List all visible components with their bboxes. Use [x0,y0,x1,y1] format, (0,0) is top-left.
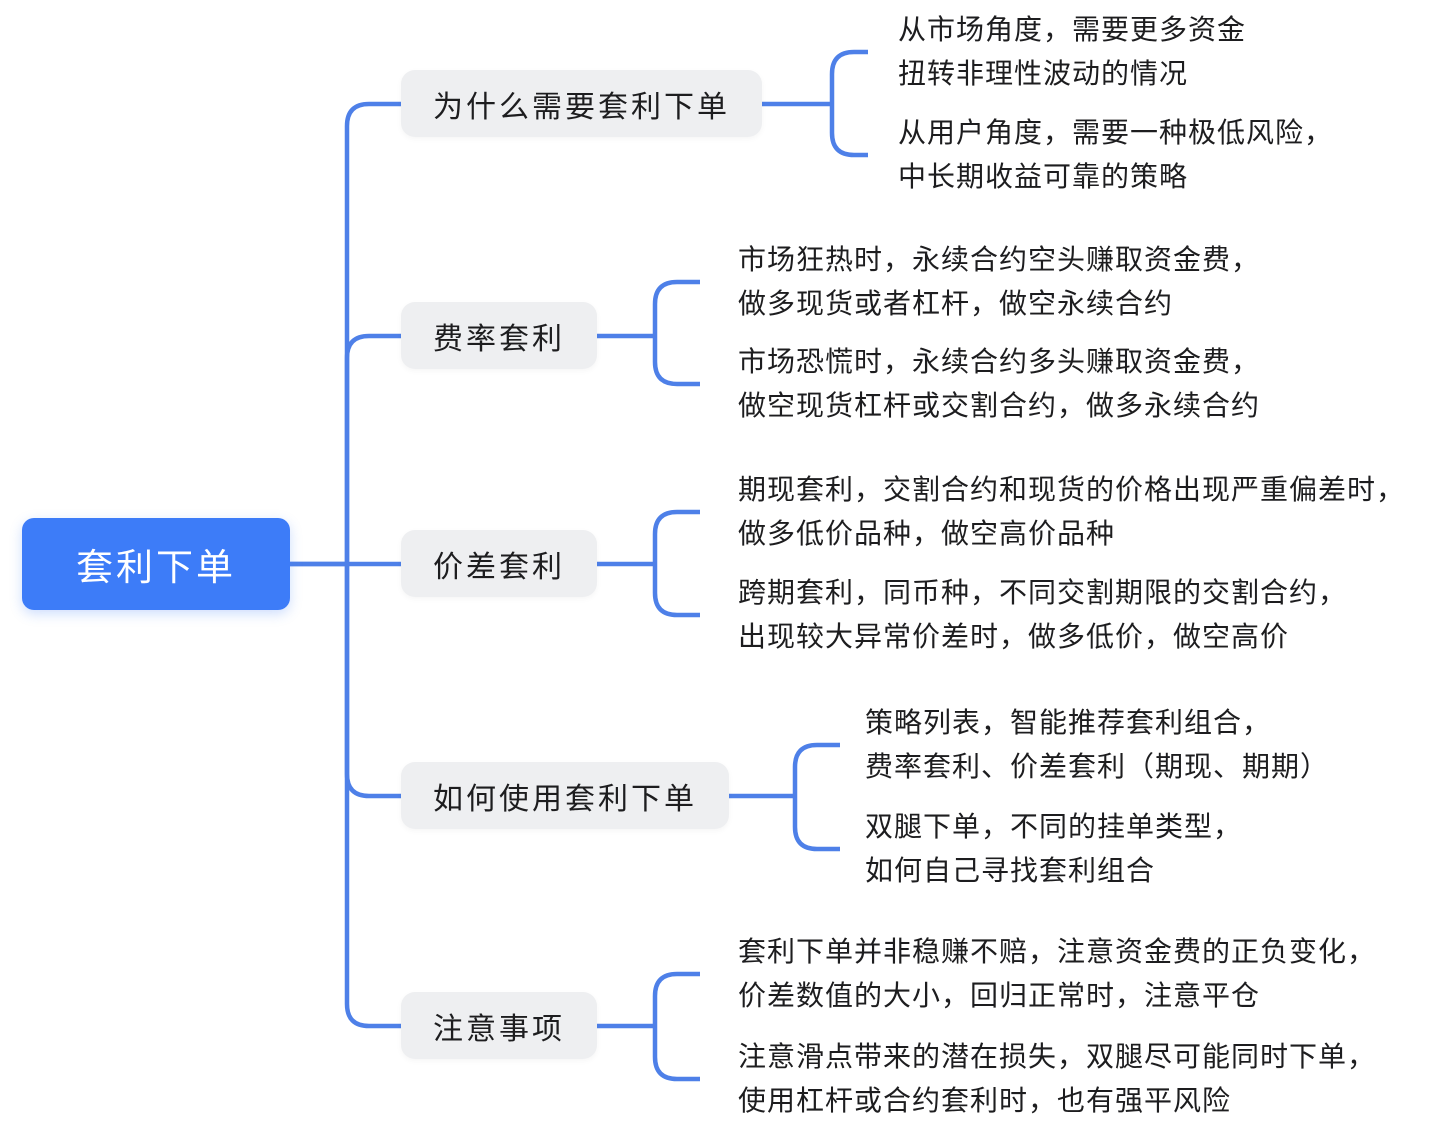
leaf-not-risk-free[interactable]: 套利下单并非稳赚不赔，注意资金费的正负变化， 价差数值的大小，回归正常时，注意平… [738,936,1377,1011]
connector-branch-3-leaves [585,509,700,618]
branch-node-why-arbitrage[interactable]: 为什么需要套利下单 [401,70,762,137]
connector-branch-5-leaves [585,971,700,1082]
connector-branch-1-leaves [750,49,868,158]
root-node-arbitrage-order[interactable]: 套利下单 [22,518,290,610]
leaf-two-leg-order[interactable]: 双腿下单，不同的挂单类型， 如何自己寻找套利组合 [865,811,1243,886]
leaf-funding-bull-market[interactable]: 市场狂热时，永续合约空头赚取资金费， 做多现货或者杠杆，做空永续合约 [738,244,1261,319]
branch-node-notes[interactable]: 注意事项 [401,992,597,1059]
leaf-slippage-liquidation-risk[interactable]: 注意滑点带来的潜在损失，双腿尽可能同时下单， 使用杠杆或合约套利时，也有强平风险 [738,1041,1377,1116]
connector-root-to-branch-5 [344,564,402,1029]
connector-root-to-branch-1 [288,101,402,567]
connector-root-to-branch-2 [344,333,402,564]
leaf-funding-panic-market[interactable]: 市场恐慌时，永续合约多头赚取资金费， 做空现货杠杆或交割合约，做多永续合约 [738,346,1261,421]
leaf-why-market-view[interactable]: 从市场角度，需要更多资金 扭转非理性波动的情况 [898,14,1247,89]
leaf-why-user-view[interactable]: 从用户角度，需要一种极低风险， 中长期收益可靠的策略 [898,117,1334,192]
leaf-strategy-list[interactable]: 策略列表，智能推荐套利组合， 费率套利、价差套利（期现、期期） [865,707,1330,782]
leaf-spot-futures-spread[interactable]: 期现套利，交割合约和现货的价格出现严重偏差时， 做多低价品种，做空高价品种 [738,474,1406,549]
connector-branch-2-leaves [585,279,700,387]
connector-branch-4-leaves [715,742,840,852]
leaf-calendar-spread[interactable]: 跨期套利，同币种，不同交割期限的交割合约， 出现较大异常价差时，做多低价，做空高… [738,577,1348,652]
branch-node-how-to-use[interactable]: 如何使用套利下单 [401,762,729,829]
branch-node-spread-arbitrage[interactable]: 价差套利 [401,530,597,597]
connector-root-to-branch-4 [344,564,402,799]
branch-node-funding-rate-arbitrage[interactable]: 费率套利 [401,302,597,369]
